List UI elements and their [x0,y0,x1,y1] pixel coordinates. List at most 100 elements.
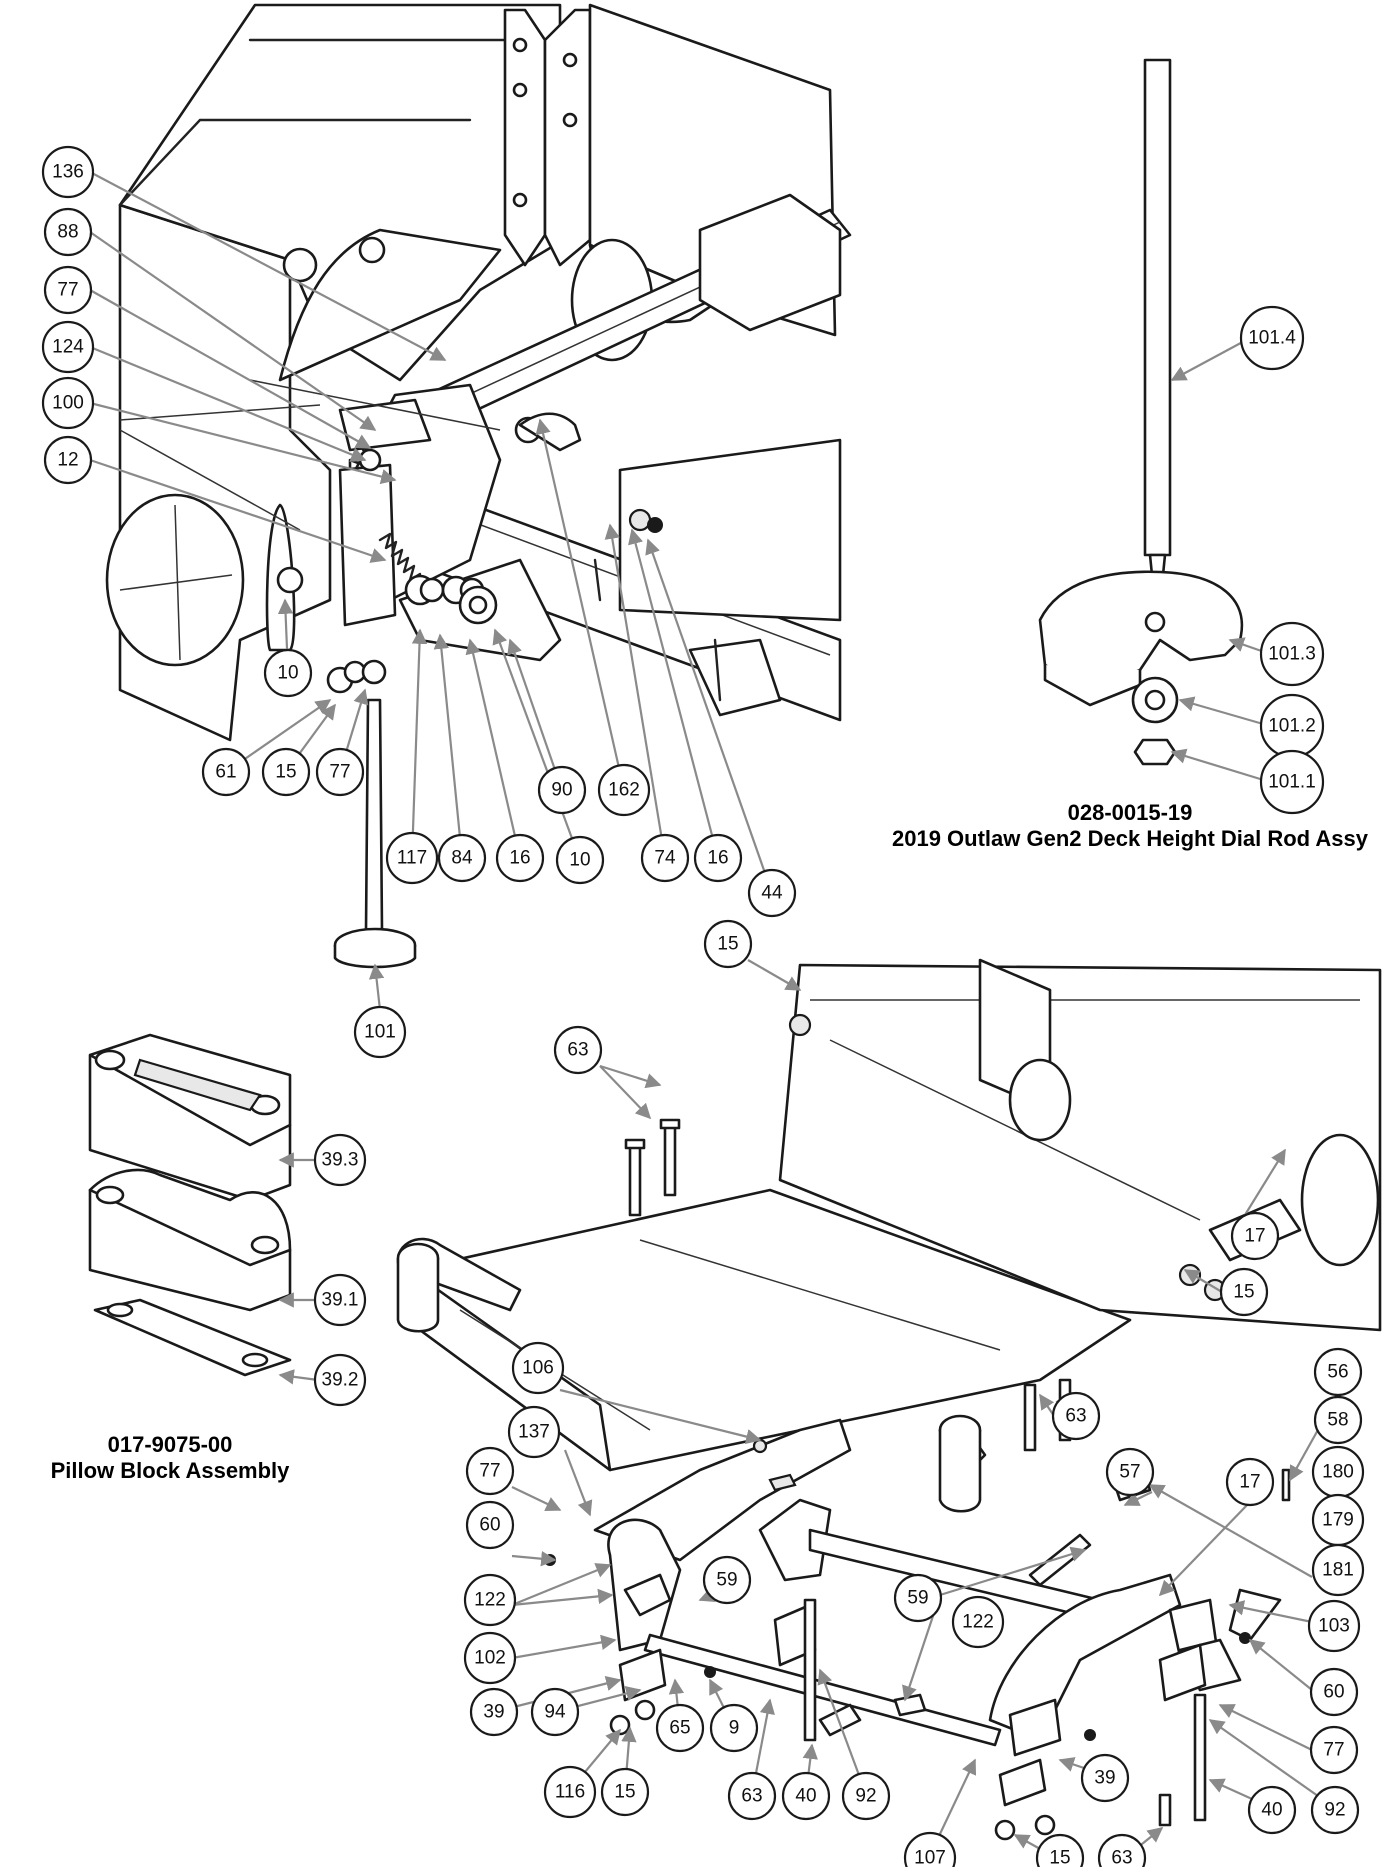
callout-39: 39 [1080,1753,1130,1803]
callout-circle [537,765,587,815]
callout-40: 40 [1247,1785,1297,1835]
callout-101-3: 101.3 [1259,621,1325,687]
callout-label: 77 [57,280,78,301]
callout-92: 92 [841,1771,891,1821]
callout-circle [385,831,439,885]
callout-circle [951,1595,1005,1649]
callout-circle [41,145,95,199]
callout-label: 88 [57,222,78,243]
pillow-block-assembly-name: Pillow Block Assembly [50,1458,290,1483]
callout-label: 16 [707,848,728,869]
callout-15: 15 [600,1767,650,1817]
callout-label: 94 [544,1702,566,1723]
callout-circle [600,1767,650,1817]
callout-label: 117 [397,848,427,869]
callout-circle [640,833,690,883]
callout-59: 59 [702,1555,752,1605]
callout-label: 39 [483,1702,504,1723]
callout-circle [1225,1457,1275,1507]
callout-label: 101.3 [1268,644,1316,665]
callout-15: 15 [1035,1833,1085,1867]
dial-rod-assembly-drawing [1038,58,1244,766]
callout-102: 102 [463,1631,517,1685]
callout-circle [313,1133,367,1187]
callout-124: 124 [41,320,95,374]
callout-circle [1230,1211,1280,1261]
callout-label: 60 [479,1515,500,1536]
callout-label: 181 [1322,1560,1354,1581]
callout-circle [263,648,313,698]
callout-circle [1310,1785,1360,1835]
callout-circle [1247,1785,1297,1835]
callout-circle [43,207,93,257]
callout-90: 90 [537,765,587,815]
callout-label: 92 [855,1786,876,1807]
callout-circle [727,1771,777,1821]
callout-101-1: 101.1 [1259,749,1325,815]
callout-circle [43,265,93,315]
callout-label: 101.1 [1268,772,1316,793]
callout-label: 116 [555,1782,585,1803]
callout-circle [1259,621,1325,687]
callout-106: 106 [511,1341,565,1395]
callout-label: 57 [1119,1462,1140,1483]
callout-label: 15 [1049,1848,1070,1867]
callout-label: 77 [1323,1740,1344,1761]
callout-137: 137 [507,1405,561,1459]
callout-label: 12 [57,450,78,471]
callout-label: 65 [669,1718,690,1739]
callout-circle [1219,1267,1269,1317]
callout-10: 10 [555,835,605,885]
callout-label: 17 [1244,1226,1265,1247]
callout-circle [507,1405,561,1459]
dial-rod-assembly-name: 2019 Outlaw Gen2 Deck Height Dial Rod As… [891,826,1368,851]
callout-label: 106 [522,1358,554,1379]
callout-circle [315,747,365,797]
callout-label: 136 [52,162,84,183]
callout-16: 16 [693,833,743,883]
callout-circle [465,1500,515,1550]
callout-circle [781,1771,831,1821]
callout-59: 59 [893,1573,943,1623]
callout-circle [1313,1347,1363,1397]
callout-label: 39 [1094,1768,1115,1789]
callout-circle [465,1446,515,1496]
callout-label: 59 [907,1588,928,1609]
callout-label: 77 [329,762,350,783]
callout-39-3: 39.3 [313,1133,367,1187]
callout-circle [655,1703,705,1753]
callout-circle [495,833,545,883]
callout-94: 94 [530,1687,580,1737]
dial-rod-assembly-caption: 028-0015-19 2019 Outlaw Gen2 Deck Height… [880,800,1380,852]
callout-circle [1035,1833,1085,1867]
callout-label: 58 [1327,1410,1348,1431]
callout-122: 122 [463,1573,517,1627]
callout-label: 59 [716,1570,737,1591]
callout-label: 15 [717,934,738,955]
callout-circle [1239,305,1305,371]
callout-circle [353,1005,407,1059]
callout-162: 162 [597,763,651,817]
callout-179: 179 [1311,1493,1365,1547]
callout-circle [702,1555,752,1605]
callout-label: 77 [479,1461,500,1482]
callout-39-1: 39.1 [313,1273,367,1327]
callout-label: 15 [614,1782,635,1803]
callout-circle [555,835,605,885]
callout-117: 117 [385,831,439,885]
callout-40: 40 [781,1771,831,1821]
callout-label: 92 [1324,1800,1345,1821]
callout-label: 39.2 [322,1370,359,1391]
callout-181: 181 [1311,1543,1365,1597]
callout-65: 65 [655,1703,705,1753]
callout-label: 16 [509,848,530,869]
callout-circle [597,763,651,817]
callout-circle [313,1353,367,1407]
pillow-block-assembly-caption: 017-9075-00 Pillow Block Assembly [20,1432,320,1484]
callout-circle [553,1025,603,1075]
callout-label: 180 [1322,1462,1354,1483]
callout-label: 103 [1318,1616,1350,1637]
dial-rod-part-number: 028-0015-19 [1067,800,1193,825]
callout-label: 107 [914,1848,946,1867]
callout-label: 74 [654,848,676,869]
